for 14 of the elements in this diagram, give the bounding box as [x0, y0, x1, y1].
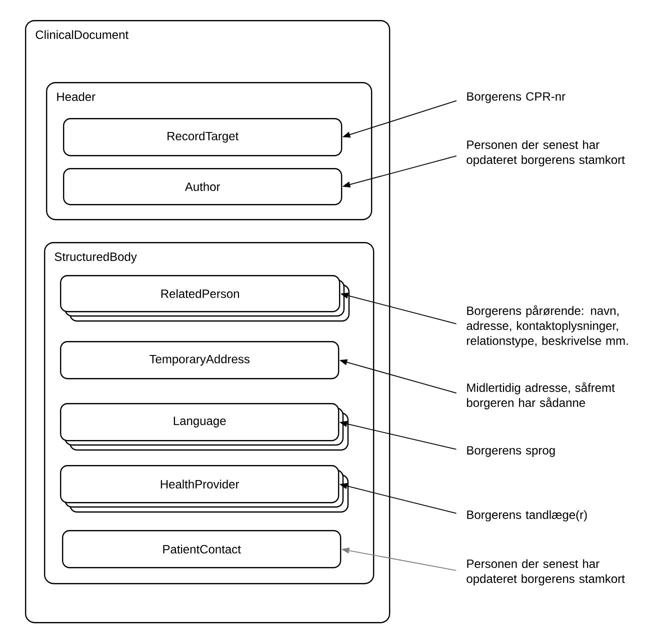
process-box: Author — [63, 168, 342, 206]
stacked-box: Language — [60, 403, 349, 451]
annotation-text: Personen der senest har opdateret borgerens stamkort — [466, 140, 625, 166]
annotation-text: Borgerens sprog — [467, 446, 555, 457]
annotation-text: Borgerens pårørende: navn, adresse, kontaktoplysninger, relationstype, beskrivelse mm. — [466, 305, 628, 348]
stacked-box: RelatedPerson — [60, 275, 350, 322]
annotation-text: Midlertidig adresse, såfremt borgeren har sådanne — [466, 382, 615, 410]
process-box: RecordTarget — [63, 118, 342, 156]
annotation-text: Borgerens CPR-nr — [467, 92, 566, 104]
annotation-text: Personen der senest har opdateret borgerens stamkort — [466, 559, 625, 586]
process-box: TemporaryAddress — [60, 341, 340, 380]
annotation-text: Borgerens tandlæge(r) — [467, 510, 587, 522]
stacked-box: HealthProvider — [60, 465, 349, 513]
process-box: PatientContact — [62, 530, 342, 568]
